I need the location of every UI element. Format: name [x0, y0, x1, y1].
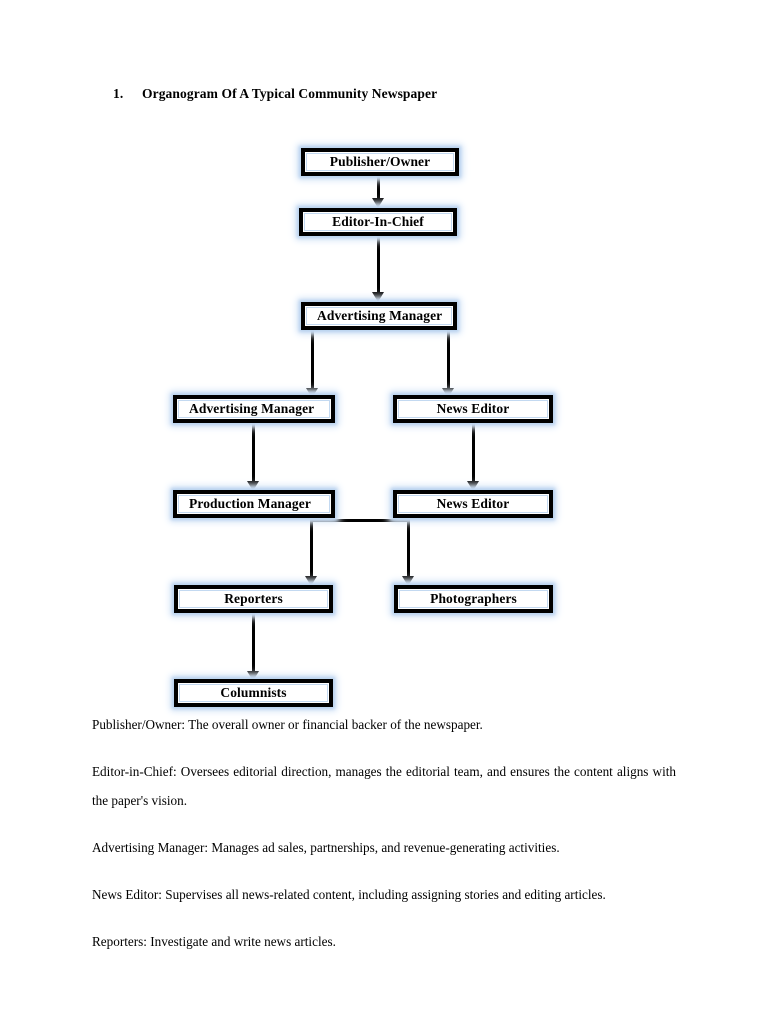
arrowhead-production-manager-to-reporters	[305, 576, 317, 586]
node-reporters[interactable]: Reporters	[174, 585, 333, 613]
node-columnists[interactable]: Columnists	[174, 679, 333, 707]
node-label: Advertising Manager	[317, 308, 443, 324]
paragraph-publisher-owner: Publisher/Owner: The overall owner or fi…	[92, 717, 483, 732]
arrowhead-editor-to-advertising-manager	[372, 292, 384, 302]
node-production-manager[interactable]: Production Manager	[173, 490, 335, 518]
node-label: Advertising Manager	[189, 401, 315, 417]
edge-news-editor-to-news-editor	[472, 423, 475, 485]
node-label: Publisher/Owner	[329, 154, 431, 170]
arrowhead-advmgr2-to-production-manager	[247, 481, 259, 491]
description-list: Publisher/Owner: The overall owner or fi…	[92, 710, 676, 956]
arrowhead-news-editor-to-photographers	[402, 576, 414, 586]
node-label: Production Manager	[189, 496, 311, 512]
arrowhead-advmgr-to-news-editor	[442, 388, 454, 398]
organogram-diagram: Publisher/Owner Editor-In-Chief Advertis…	[173, 148, 553, 707]
node-label: News Editor	[436, 401, 510, 417]
page-title: 1. Organogram Of A Typical Community News…	[113, 86, 673, 102]
node-label: Columnists	[220, 685, 287, 701]
heading-text: Organogram Of A Typical Community Newspa…	[142, 86, 438, 101]
arrowhead-reporters-to-columnists	[247, 671, 259, 681]
edge-advmgr-to-news-editor	[447, 330, 450, 392]
heading-number: 1.	[113, 86, 124, 101]
arrowhead-news-editor-to-news-editor	[467, 481, 479, 491]
node-news-editor-upper[interactable]: News Editor	[393, 395, 553, 423]
node-news-editor-lower[interactable]: News Editor	[393, 490, 553, 518]
edge-news-editor-to-photographers	[407, 519, 410, 581]
edge-editor-to-advertising-manager	[377, 236, 380, 296]
node-label: Photographers	[430, 591, 517, 607]
node-label: News Editor	[436, 496, 510, 512]
paragraph-reporters: Reporters: Investigate and write news ar…	[92, 934, 336, 949]
connector-bus-row5	[310, 519, 410, 522]
arrowhead-publisher-to-editor	[372, 198, 384, 208]
node-advertising-manager-top[interactable]: Advertising Manager	[301, 302, 457, 330]
node-editor-in-chief[interactable]: Editor-In-Chief	[299, 208, 457, 236]
edge-advmgr-to-advmgr2	[311, 330, 314, 392]
node-advertising-manager[interactable]: Advertising Manager	[173, 395, 335, 423]
node-publisher-owner[interactable]: Publisher/Owner	[301, 148, 459, 176]
edge-advmgr2-to-production-manager	[252, 423, 255, 485]
edge-reporters-to-columnists	[252, 613, 255, 675]
edge-production-manager-to-reporters	[310, 519, 313, 581]
paragraph-advertising-manager: Advertising Manager: Manages ad sales, p…	[92, 840, 560, 855]
edge-publisher-to-editor	[377, 176, 380, 202]
node-label: Reporters	[224, 591, 283, 607]
paragraph-news-editor: News Editor: Supervises all news-related…	[92, 887, 606, 902]
paragraph-editor-in-chief: Editor-in-Chief: Oversees editorial dire…	[92, 764, 676, 808]
node-photographers[interactable]: Photographers	[394, 585, 553, 613]
arrowhead-advmgr-to-advmgr2	[306, 388, 318, 398]
node-label: Editor-In-Chief	[332, 214, 424, 230]
